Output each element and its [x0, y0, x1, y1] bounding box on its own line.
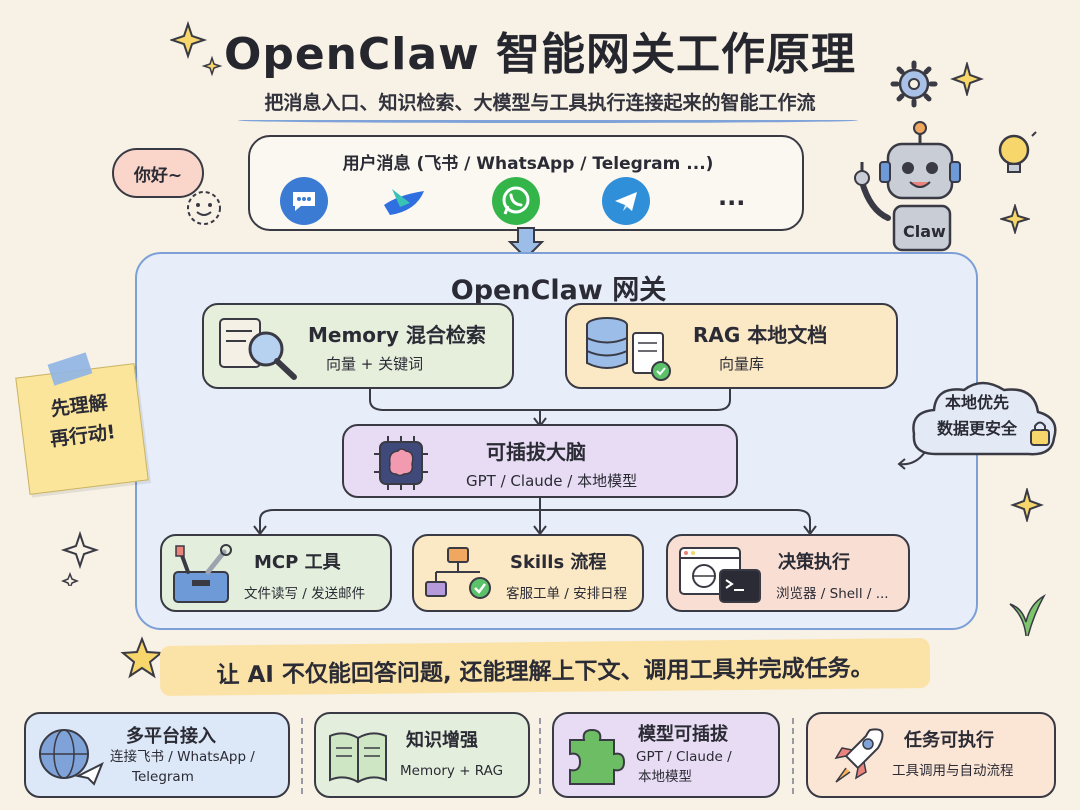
- browser-terminal-icon: [679, 547, 761, 603]
- merge-connector: [369, 388, 731, 428]
- mcp-tool-sub: 文件读写 / 发送邮件: [244, 586, 366, 602]
- feature-title: 任务可执行: [904, 730, 994, 751]
- brain-sub: GPT / Claude / 本地模型: [466, 472, 638, 490]
- plant-icon: [1009, 594, 1046, 637]
- rocket-icon: [834, 728, 884, 783]
- mcp-tool-title: MCP 工具: [254, 552, 341, 573]
- memory-title: Memory 混合检索: [308, 323, 486, 347]
- memory-card: Memory 混合检索 向量 + 关键词: [202, 303, 514, 389]
- divider: [792, 718, 794, 794]
- skills-sub: 客服工单 / 安排日程: [506, 586, 628, 602]
- page-subtitle: 把消息入口、知识检索、大模型与工具执行连接起来的智能工作流: [264, 92, 816, 114]
- page-title: OpenClaw 智能网关工作原理: [223, 29, 857, 80]
- book-icon: [329, 732, 387, 784]
- rag-title: RAG 本地文档: [693, 323, 828, 347]
- feature-card-knowledge: 知识增强 Memory + RAG: [314, 712, 530, 798]
- user-message-label: 用户消息 (飞书 / WhatsApp / Telegram ...): [342, 154, 714, 174]
- divider: [539, 718, 541, 794]
- feishu-icon: [380, 177, 428, 225]
- cloud-line2: 数据更安全: [936, 419, 1017, 438]
- subtitle-underline: [238, 118, 858, 123]
- robot-mascot: [854, 121, 961, 252]
- chat-bubble-icon: [280, 177, 328, 225]
- sparkle-icon: [170, 20, 223, 77]
- magnifier-icon: [219, 318, 297, 380]
- cloud-line1: 本地优先: [944, 393, 1009, 412]
- brain-title: 可插拔大脑: [486, 440, 586, 464]
- lock-icon: [1030, 421, 1050, 446]
- brain-chip-icon: [374, 436, 428, 490]
- summary-banner: 让 AI 不仅能回答问题, 还能理解上下文、调用工具并完成任务。: [159, 637, 931, 697]
- feature-sub: Telegram: [132, 769, 194, 785]
- feature-sub: GPT / Claude /: [636, 749, 732, 765]
- flowchart-icon: [425, 547, 491, 599]
- smiley-icon: [187, 191, 221, 225]
- memory-sub: 向量 + 关键词: [326, 355, 424, 373]
- globe-icon: [39, 729, 104, 786]
- feature-sub: 连接飞书 / WhatsApp /: [110, 749, 255, 765]
- rag-sub: 向量库: [719, 355, 765, 373]
- feature-title: 多平台接入: [126, 726, 216, 747]
- split-connector: [253, 496, 817, 536]
- sparkle-icon: [1010, 488, 1044, 522]
- brain-card: 可插拔大脑 GPT / Claude / 本地模型: [342, 424, 738, 498]
- rag-card: RAG 本地文档 向量库: [565, 303, 898, 389]
- feature-card-executable: 任务可执行 工具调用与自动流程: [806, 712, 1056, 798]
- summary-banner-text: 让 AI 不仅能回答问题, 还能理解上下文、调用工具并完成任务。: [216, 655, 874, 689]
- telegram-icon: [602, 177, 650, 225]
- skills-card: Skills 流程 客服工单 / 安排日程: [412, 534, 644, 612]
- arrow-down-icon: [507, 227, 545, 260]
- feature-card-multiplatform: 多平台接入 连接飞书 / WhatsApp / Telegram: [24, 712, 290, 798]
- feature-title: 模型可插拔: [638, 724, 728, 745]
- execution-card: 决策执行 浏览器 / Shell / ...: [666, 534, 910, 612]
- sticky-note: 先理解 再行动!: [15, 363, 149, 495]
- puzzle-icon: [569, 728, 626, 785]
- feature-card-pluggable: 模型可插拔 GPT / Claude / 本地模型: [552, 712, 780, 798]
- lightbulb-icon: [998, 131, 1037, 173]
- execution-sub: 浏览器 / Shell / ...: [776, 586, 889, 602]
- database-icon: [586, 317, 671, 381]
- cloud-note: 本地优先 数据更安全: [912, 390, 1042, 442]
- feature-sub: 工具调用与自动流程: [892, 763, 1014, 779]
- user-message-box: 用户消息 (飞书 / WhatsApp / Telegram ...) ...: [248, 135, 804, 231]
- execution-title: 决策执行: [778, 552, 850, 573]
- sparkle-icon: [1000, 204, 1030, 234]
- toolbox-icon: [173, 544, 232, 603]
- robot-badge: Claw: [903, 222, 946, 241]
- skills-title: Skills 流程: [510, 552, 607, 573]
- feature-sub: Memory + RAG: [400, 763, 504, 779]
- sparkle-icon: [950, 62, 984, 96]
- feature-title: 知识增强: [406, 730, 478, 751]
- star-icon: [120, 636, 164, 679]
- more-apps: ...: [718, 183, 746, 211]
- divider: [301, 718, 303, 794]
- feature-sub: 本地模型: [638, 769, 692, 785]
- sparkle-icon: [60, 530, 100, 586]
- gear-icon: [890, 60, 938, 108]
- whatsapp-icon: [492, 177, 540, 225]
- curved-arrow-icon: [897, 451, 926, 470]
- greeting-bubble: 你好~: [112, 148, 204, 198]
- cloud-shape: [912, 381, 1057, 456]
- gateway-title: OpenClaw 网关: [450, 275, 667, 306]
- mcp-tool-card: MCP 工具 文件读写 / 发送邮件: [160, 534, 392, 612]
